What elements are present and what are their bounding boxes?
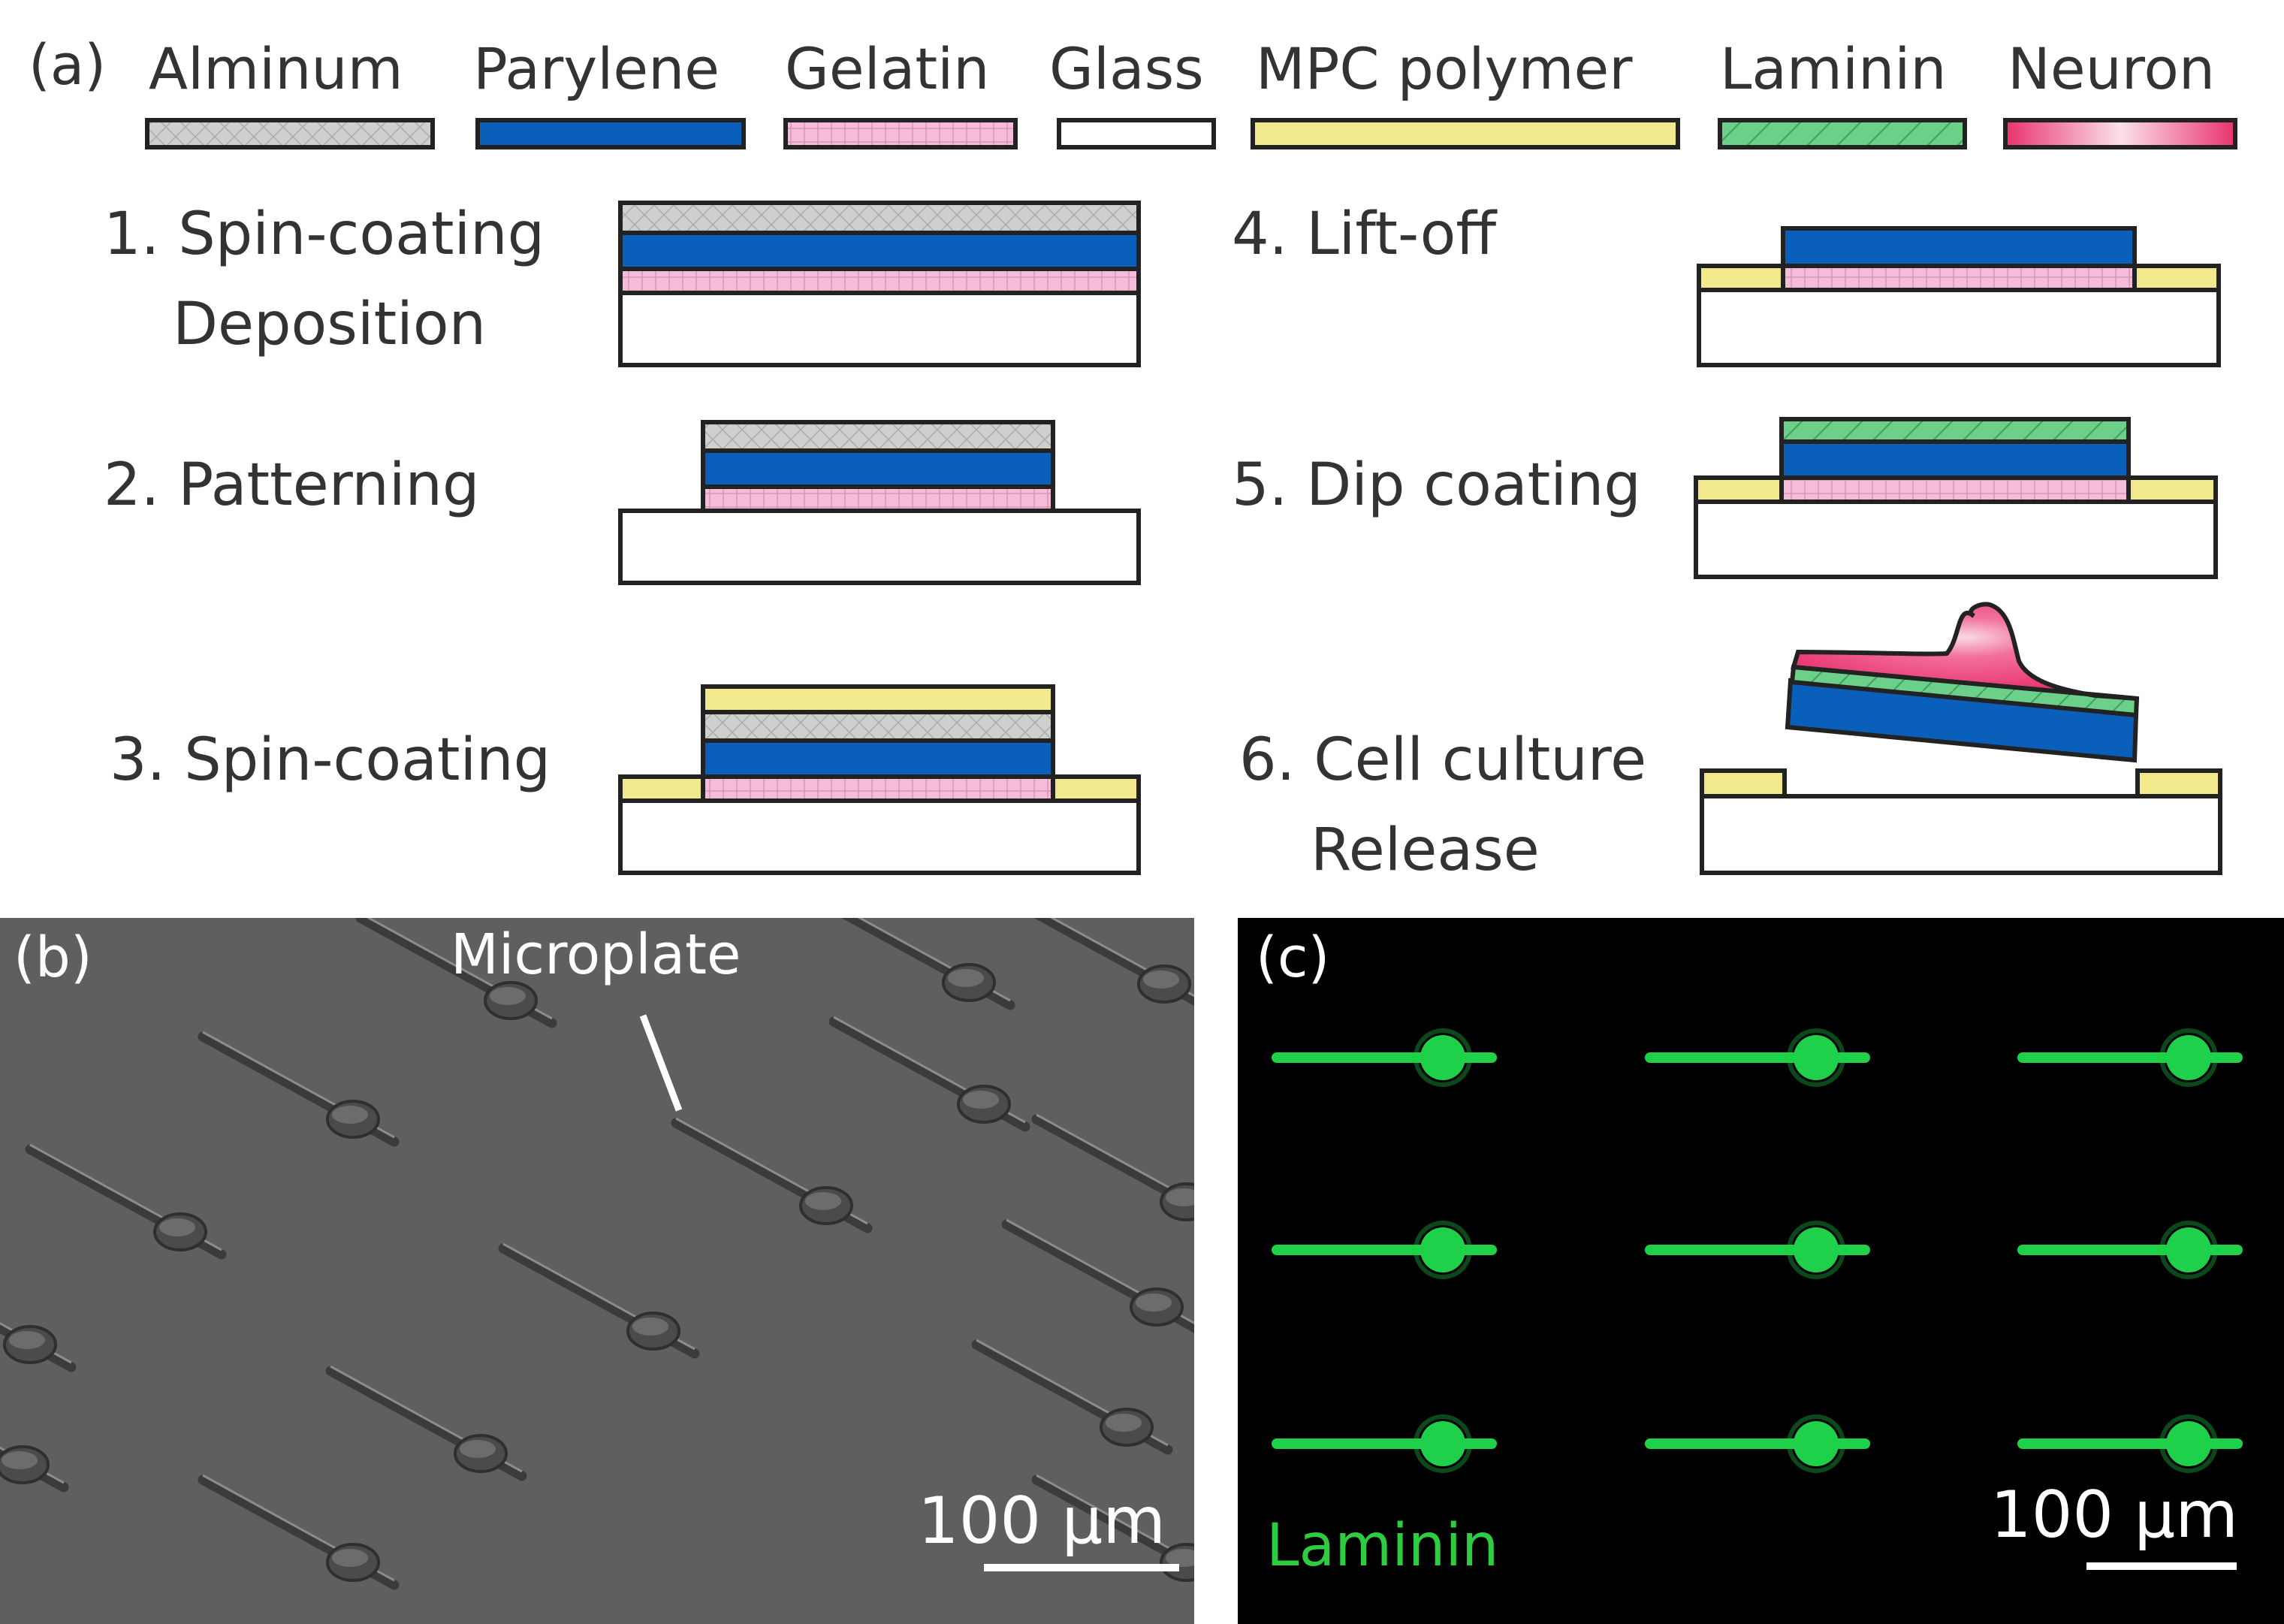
fluorescent-microplate: [1645, 1028, 1870, 1087]
sem-microplate: [198, 1474, 400, 1590]
glass-substrate: [618, 798, 1141, 875]
glass-substrate: [618, 291, 1141, 367]
panel-b: (b) Microplate 100 µm: [0, 918, 1194, 1624]
sem-microplates: [0, 918, 1194, 1590]
aluminum-layer: [701, 420, 1055, 453]
step-5-diagram: [1694, 417, 2218, 579]
neuron-cell: [1791, 602, 2138, 701]
mpc-layer-right: [2132, 264, 2221, 292]
aluminum-layer: [701, 710, 1055, 743]
legend-label-aluminum: Alminum: [149, 35, 403, 102]
step-1-diagram: [618, 201, 1141, 367]
gelatin-layer: [1781, 264, 2137, 292]
fluorescent-microplates: [1272, 1028, 2243, 1473]
fluorescent-microplate: [1645, 1221, 1870, 1279]
mpc-layer-left: [618, 774, 705, 803]
laminin-stain-label: Laminin: [1266, 1512, 1498, 1580]
mpc-layer-left: [1700, 768, 1787, 798]
sem-microplate: [828, 1016, 1030, 1132]
sem-microplate: [0, 1445, 69, 1493]
legend-swatch-laminin: [1718, 118, 1967, 149]
panel-b-label: (b): [14, 925, 92, 990]
annotation-pointer-line: [639, 1014, 683, 1112]
fluorescent-microplate: [2017, 1221, 2243, 1279]
fluorescent-microplate: [1645, 1414, 1870, 1473]
step-6-label: 6. Cell culture: [1239, 726, 1646, 794]
step-4-label: 4. Lift-off: [1232, 201, 1498, 268]
sem-microplate: [355, 918, 557, 1028]
parylene-layer: [701, 738, 1055, 779]
gelatin-layer: [701, 484, 1055, 513]
laminin-layer: [1779, 417, 2131, 444]
gelatin-layer: [701, 774, 1055, 803]
step-1-sublabel: Deposition: [173, 291, 486, 358]
legend-swatch-parylene: [475, 118, 746, 149]
fluorescent-microplate: [1272, 1028, 1497, 1087]
legend-label-parylene: Parylene: [473, 35, 720, 102]
mpc-layer-left: [1694, 475, 1784, 504]
fluorescent-microplate: [1272, 1414, 1497, 1473]
sem-microplate: [1033, 918, 1194, 1007]
legend-label-glass: Glass: [1049, 35, 1204, 102]
legend-swatch-gelatin: [783, 118, 1018, 149]
step-3-label: 3. Spin-coating: [110, 726, 551, 794]
glass-substrate: [1694, 500, 2218, 579]
panel-c: (c) Laminin 100 µm: [1238, 918, 2284, 1624]
glass-substrate: [1700, 794, 2222, 875]
legend-swatch-mpc: [1251, 118, 1680, 149]
sem-microplate: [0, 1322, 77, 1372]
sem-microplate: [25, 1143, 227, 1260]
sem-microplate: [671, 1117, 873, 1233]
gelatin-layer: [618, 267, 1141, 295]
sem-microplate: [498, 1242, 700, 1359]
sem-microplate: [971, 1339, 1173, 1455]
legend-swatch-neuron: [2003, 118, 2237, 149]
panel-c-label: (c): [1256, 925, 1329, 990]
panel-c-scale-label: 100 µm: [1990, 1478, 2238, 1553]
sem-microplate: [198, 1031, 400, 1147]
legend-label-mpc: MPC polymer: [1256, 35, 1633, 102]
panel-b-scale-bar: [984, 1564, 1179, 1571]
parylene-layer: [618, 231, 1141, 271]
fluorescent-microplate: [2017, 1414, 2243, 1473]
parylene-layer: [1779, 439, 2131, 480]
legend-label-neuron: Neuron: [2008, 35, 2215, 102]
sem-microplate: [1001, 1218, 1194, 1333]
gelatin-layer: [1779, 475, 2131, 504]
step-2-label: 2. Patterning: [104, 451, 479, 519]
mpc-layer-left: [1697, 264, 1785, 292]
parylene-layer: [701, 448, 1055, 489]
step-3-diagram: [618, 684, 1141, 875]
mpc-layer-right: [2126, 475, 2218, 504]
aluminum-layer: [618, 201, 1141, 235]
glass-substrate: [618, 509, 1141, 585]
fluorescent-microplate: [2017, 1028, 2243, 1087]
legend-label-gelatin: Gelatin: [785, 35, 989, 102]
microplate-annotation: Microplate: [451, 922, 741, 987]
legend-swatch-glass: [1057, 118, 1216, 149]
sem-microplate: [1031, 1113, 1194, 1221]
mpc-layer-right: [2135, 768, 2222, 798]
panel-b-scale-label: 100 µm: [918, 1484, 1166, 1559]
step-1-label: 1. Spin-coating: [104, 201, 545, 268]
sem-microplate: [325, 1365, 527, 1481]
parylene-layer: [1781, 226, 2137, 268]
sem-microplate: [841, 918, 1015, 1010]
legend-label-laminin: Laminin: [1720, 35, 1947, 102]
glass-substrate: [1697, 288, 2221, 367]
panel-c-scale-bar: [2086, 1562, 2237, 1570]
legend-swatch-aluminum: [145, 118, 435, 149]
step-6-diagram: [1700, 602, 2222, 875]
step-4-diagram: [1697, 226, 2221, 367]
mpc-layer-right: [1051, 774, 1141, 803]
panel-a-label: (a): [29, 33, 106, 98]
mpc-layer-top: [701, 684, 1055, 714]
step-5-label: 5. Dip coating: [1232, 451, 1641, 519]
step-2-diagram: [618, 420, 1141, 585]
fluorescence-image-background: [1238, 918, 2284, 1624]
step-6-sublabel: Release: [1311, 817, 1540, 884]
fluorescent-microplate: [1272, 1221, 1497, 1279]
